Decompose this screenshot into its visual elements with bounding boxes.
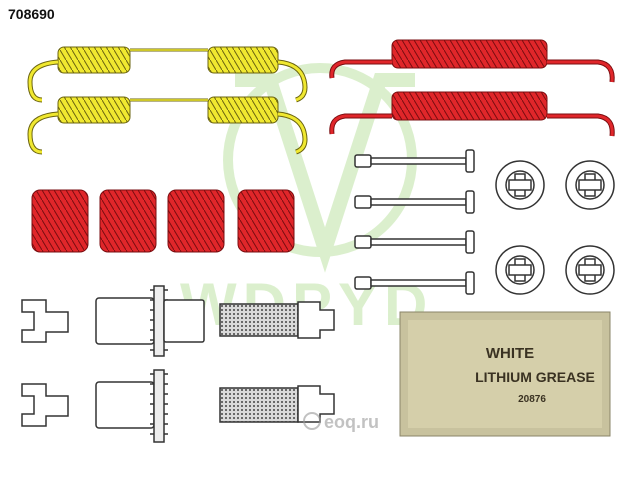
adjuster-assembly-lower bbox=[21, 369, 335, 443]
short-red-spring-4 bbox=[237, 189, 295, 253]
adjuster-assembly-upper bbox=[21, 285, 335, 357]
short-red-spring-2 bbox=[99, 189, 157, 253]
red-spring-lower bbox=[329, 91, 615, 137]
short-red-spring-3 bbox=[167, 189, 225, 253]
yellow-spring-lower bbox=[27, 96, 308, 155]
site-watermark-text: eoq.ru bbox=[324, 412, 379, 432]
grease-packet-code: 20876 bbox=[518, 394, 546, 405]
hold-down-pin-1 bbox=[354, 149, 475, 173]
yellow-spring-upper bbox=[27, 46, 308, 103]
hold-down-pin-4 bbox=[354, 271, 475, 295]
hold-down-cup-4 bbox=[565, 245, 615, 295]
part-number-label: 708690 bbox=[8, 6, 55, 22]
hold-down-cup-3 bbox=[495, 245, 545, 295]
hold-down-cup-2 bbox=[565, 160, 615, 210]
grease-packet: WHITE LITHIUM GREASE 20876 bbox=[399, 311, 611, 437]
grease-packet-line2: LITHIUM GREASE bbox=[475, 369, 595, 385]
site-watermark: eoq.ru bbox=[303, 412, 379, 432]
short-red-spring-1 bbox=[31, 189, 89, 253]
hold-down-pin-2 bbox=[354, 190, 475, 214]
grease-packet-line1: WHITE bbox=[486, 345, 534, 362]
red-spring-upper bbox=[329, 39, 615, 83]
hold-down-cup-1 bbox=[495, 160, 545, 210]
hold-down-pin-3 bbox=[354, 230, 475, 254]
